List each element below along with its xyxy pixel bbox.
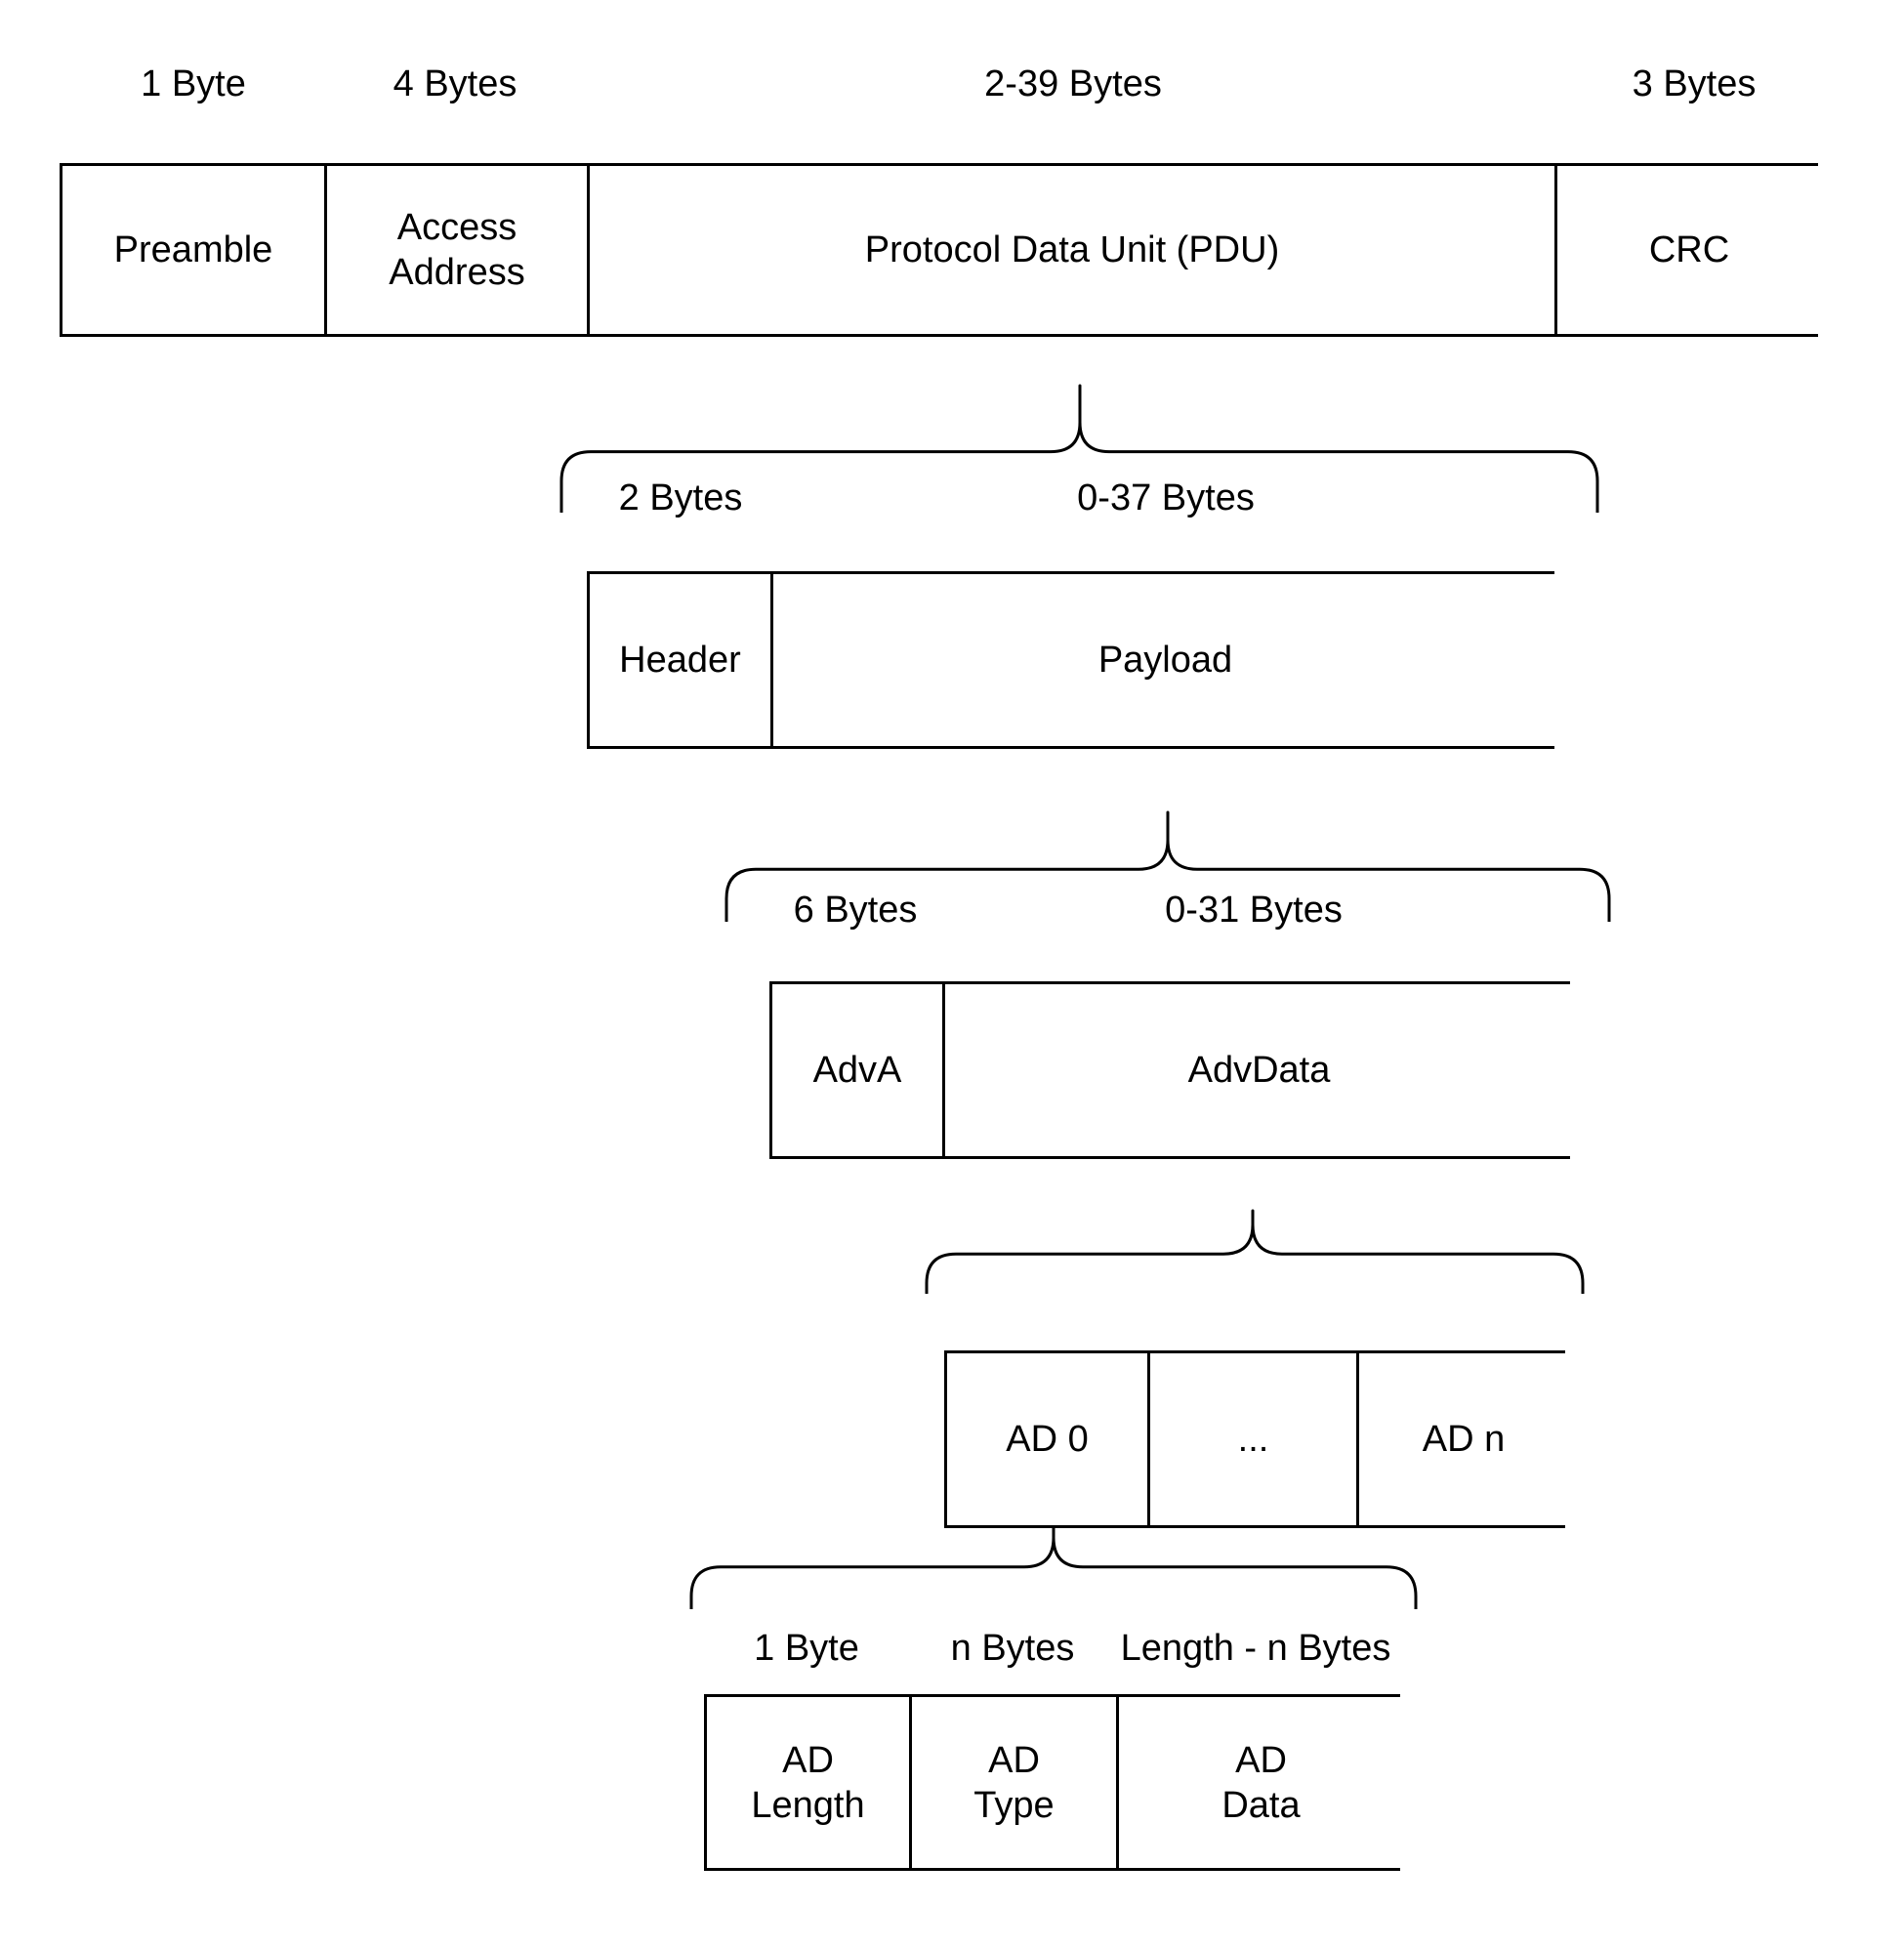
field-link-layer-packet-2: Protocol Data Unit (PDU) — [590, 166, 1557, 334]
size-label-pdu-0: 2 Bytes — [618, 477, 743, 518]
field-link-layer-packet-1: Access Address — [327, 166, 590, 334]
size-label-ad-structure-2: Length - n Bytes — [1120, 1628, 1391, 1669]
field-ad-structure-0: AD Length — [707, 1697, 912, 1868]
size-label-payload-1: 0-31 Bytes — [1165, 890, 1343, 931]
brace-ad-to-ad-fields — [689, 1519, 1418, 1609]
field-link-layer-packet-3: CRC — [1557, 166, 1821, 334]
brace-payload-to-adva-advdata — [724, 810, 1611, 922]
field-payload-0: AdvA — [772, 984, 945, 1156]
field-advdata-2: AD n — [1359, 1353, 1568, 1525]
size-label-ad-structure-0: 1 Byte — [754, 1628, 859, 1669]
size-label-link-layer-packet-2: 2-39 Bytes — [984, 63, 1162, 104]
size-label-payload-0: 6 Bytes — [793, 890, 918, 931]
field-payload-1: AdvData — [945, 984, 1573, 1156]
size-label-pdu-1: 0-37 Bytes — [1077, 477, 1255, 518]
field-ad-structure-2: AD Data — [1119, 1697, 1403, 1868]
size-label-ad-structure-1: n Bytes — [950, 1628, 1075, 1669]
field-pdu-1: Payload — [773, 574, 1557, 746]
brace-advdata-to-ad-list — [925, 1209, 1585, 1294]
size-label-link-layer-packet-3: 3 Bytes — [1632, 63, 1757, 104]
size-label-link-layer-packet-1: 4 Bytes — [393, 63, 517, 104]
size-label-link-layer-packet-0: 1 Byte — [141, 63, 246, 104]
packet-row-advdata: AD 0...AD n — [944, 1350, 1568, 1528]
field-advdata-1: ... — [1150, 1353, 1359, 1525]
field-pdu-0: Header — [590, 574, 773, 746]
field-advdata-0: AD 0 — [947, 1353, 1150, 1525]
field-ad-structure-1: AD Type — [912, 1697, 1119, 1868]
field-link-layer-packet-0: Preamble — [62, 166, 327, 334]
brace-pdu-to-header-payload — [559, 384, 1599, 513]
